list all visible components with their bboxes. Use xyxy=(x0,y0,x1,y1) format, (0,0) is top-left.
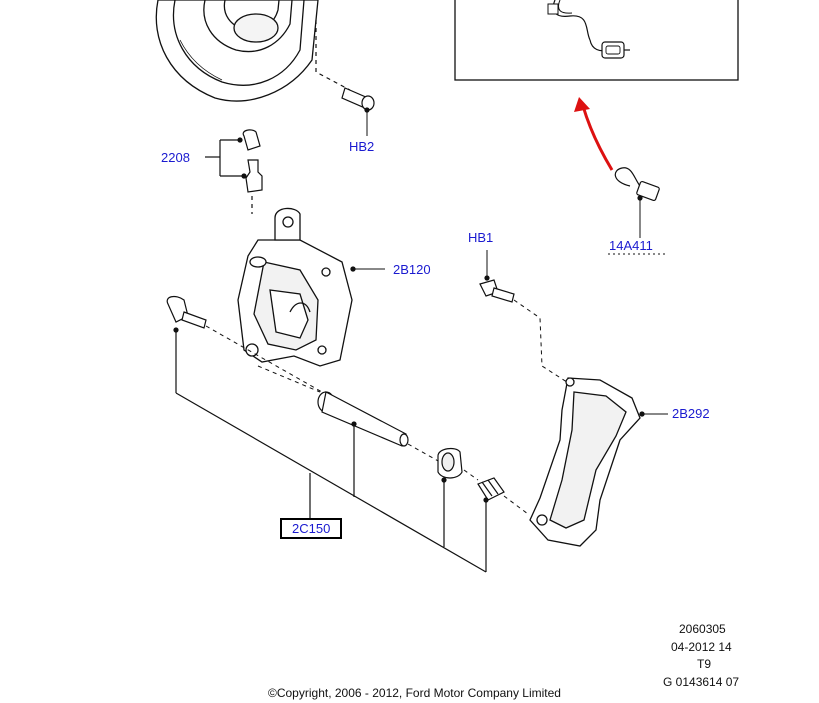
callout-14a411[interactable]: 14A411 xyxy=(609,238,653,253)
guide-boot-part xyxy=(437,447,479,481)
caliper-bracket-part xyxy=(529,377,668,547)
wear-sensor-part xyxy=(614,167,660,238)
info-line-3: T9 xyxy=(697,657,712,671)
callout-hb2[interactable]: HB2 xyxy=(349,139,375,154)
guide-bushing-part xyxy=(477,477,529,515)
copyright-text: ©Copyright, 2006 - 2012, Ford Motor Comp… xyxy=(268,686,561,700)
bolt-hb1-part xyxy=(479,250,571,385)
callout-hb1[interactable]: HB1 xyxy=(468,230,494,245)
info-line-4: G 0143614 07 xyxy=(663,675,740,689)
callout-2c150[interactable]: 2C150 xyxy=(280,518,343,539)
caliper-housing-part xyxy=(237,207,385,393)
red-direction-arrow xyxy=(574,97,614,171)
callout-2b120[interactable]: 2B120 xyxy=(393,262,431,277)
kit-callout-lines xyxy=(173,327,489,573)
callout-2b292[interactable]: 2B292 xyxy=(672,406,710,421)
guide-bolt-part xyxy=(166,295,323,393)
sensor-detail-box xyxy=(454,0,739,81)
info-line-1: 2060305 xyxy=(679,622,726,636)
bolt-hb2-part xyxy=(315,20,375,136)
guide-pin-part xyxy=(317,391,441,463)
info-line-2: 04-2012 14 xyxy=(671,640,732,654)
callout-2208[interactable]: 2208 xyxy=(161,150,190,165)
bleed-screw-part xyxy=(205,129,263,214)
brake-disc xyxy=(155,0,319,102)
